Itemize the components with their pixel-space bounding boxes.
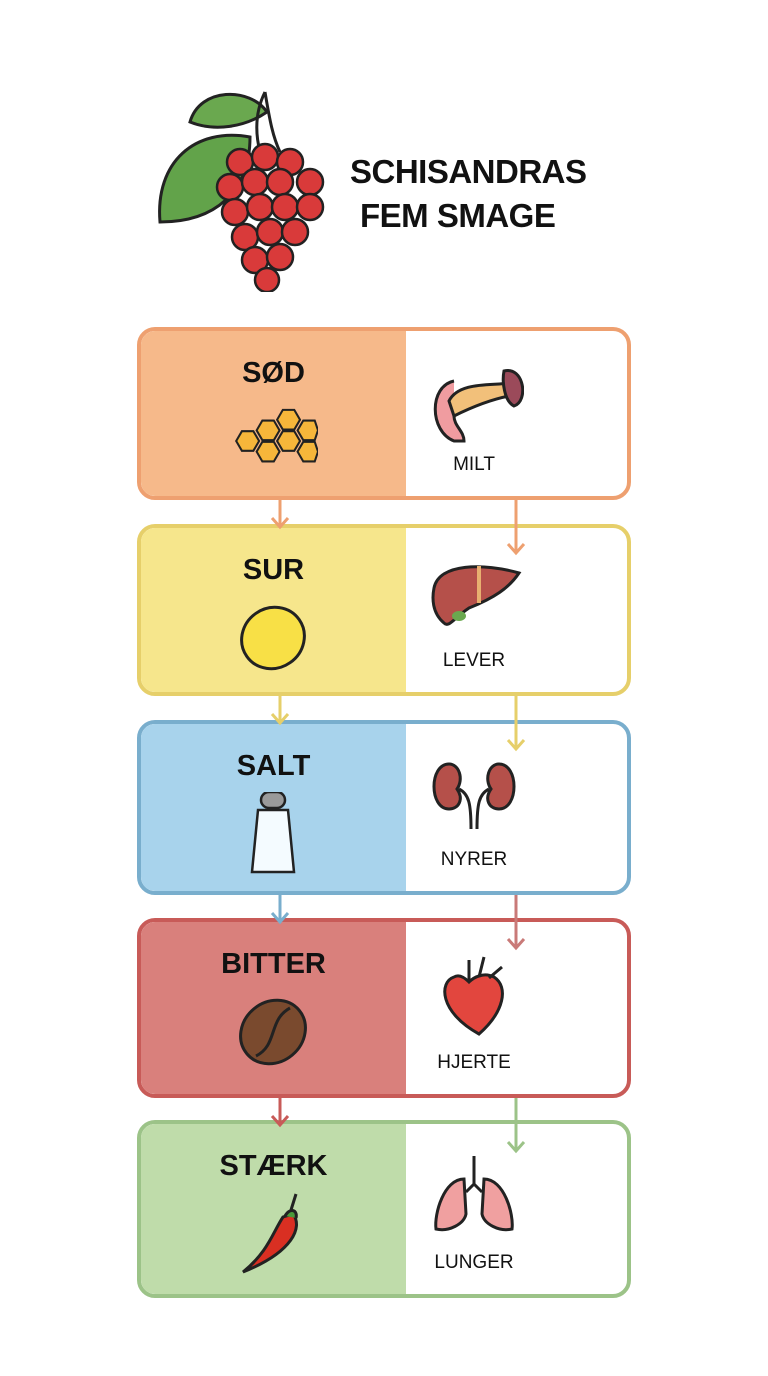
taste-row-sweet: SØD MILT — [137, 327, 631, 500]
taste-row-sour: SUR LEVER — [137, 524, 631, 696]
coffee-bean-icon — [239, 998, 307, 1066]
arrow-down-icon — [270, 895, 290, 925]
heart-icon — [443, 956, 504, 1036]
taste-label: STÆRK — [219, 1150, 328, 1182]
arrow-down-icon — [270, 1098, 290, 1128]
arrow-down-icon — [270, 696, 290, 726]
taste-panel — [141, 1124, 406, 1294]
arrow-down-icon — [506, 895, 526, 951]
taste-row-bitter: BITTER HJERTE — [137, 918, 631, 1098]
organ-label: LUNGER — [434, 1252, 514, 1273]
taste-label: BITTER — [221, 948, 326, 980]
arrow-down-icon — [270, 500, 290, 530]
organ-label: HJERTE — [437, 1052, 511, 1073]
honeycomb-icon — [234, 408, 318, 463]
schisandra-berries-icon — [158, 91, 325, 292]
salt-shaker-icon — [250, 792, 296, 874]
liver-icon — [431, 565, 522, 626]
taste-row-pungent: STÆRK LUNGER — [137, 1120, 631, 1298]
arrow-down-icon — [506, 1098, 526, 1154]
spleen-icon — [433, 369, 524, 443]
taste-row-salty: SALT NYRER — [137, 720, 631, 895]
organ-label: MILT — [453, 454, 495, 475]
taste-label: SØD — [242, 357, 305, 389]
chili-pepper-icon — [242, 1193, 298, 1274]
lungs-icon — [434, 1156, 514, 1232]
taste-label: SUR — [242, 554, 305, 586]
title-line-1: SCHISANDRAS — [350, 153, 587, 190]
kidneys-icon — [432, 762, 516, 830]
organ-label: NYRER — [440, 849, 508, 870]
taste-panel — [141, 331, 406, 496]
taste-label: SALT — [236, 750, 311, 782]
arrow-down-icon — [506, 500, 526, 556]
organ-label: LEVER — [442, 650, 506, 671]
title-line-2: FEM SMAGE — [360, 197, 556, 234]
arrow-down-icon — [506, 696, 526, 752]
page-title: SCHISANDRAS FEM SMAGE — [350, 150, 587, 238]
lemon-icon — [240, 605, 306, 671]
